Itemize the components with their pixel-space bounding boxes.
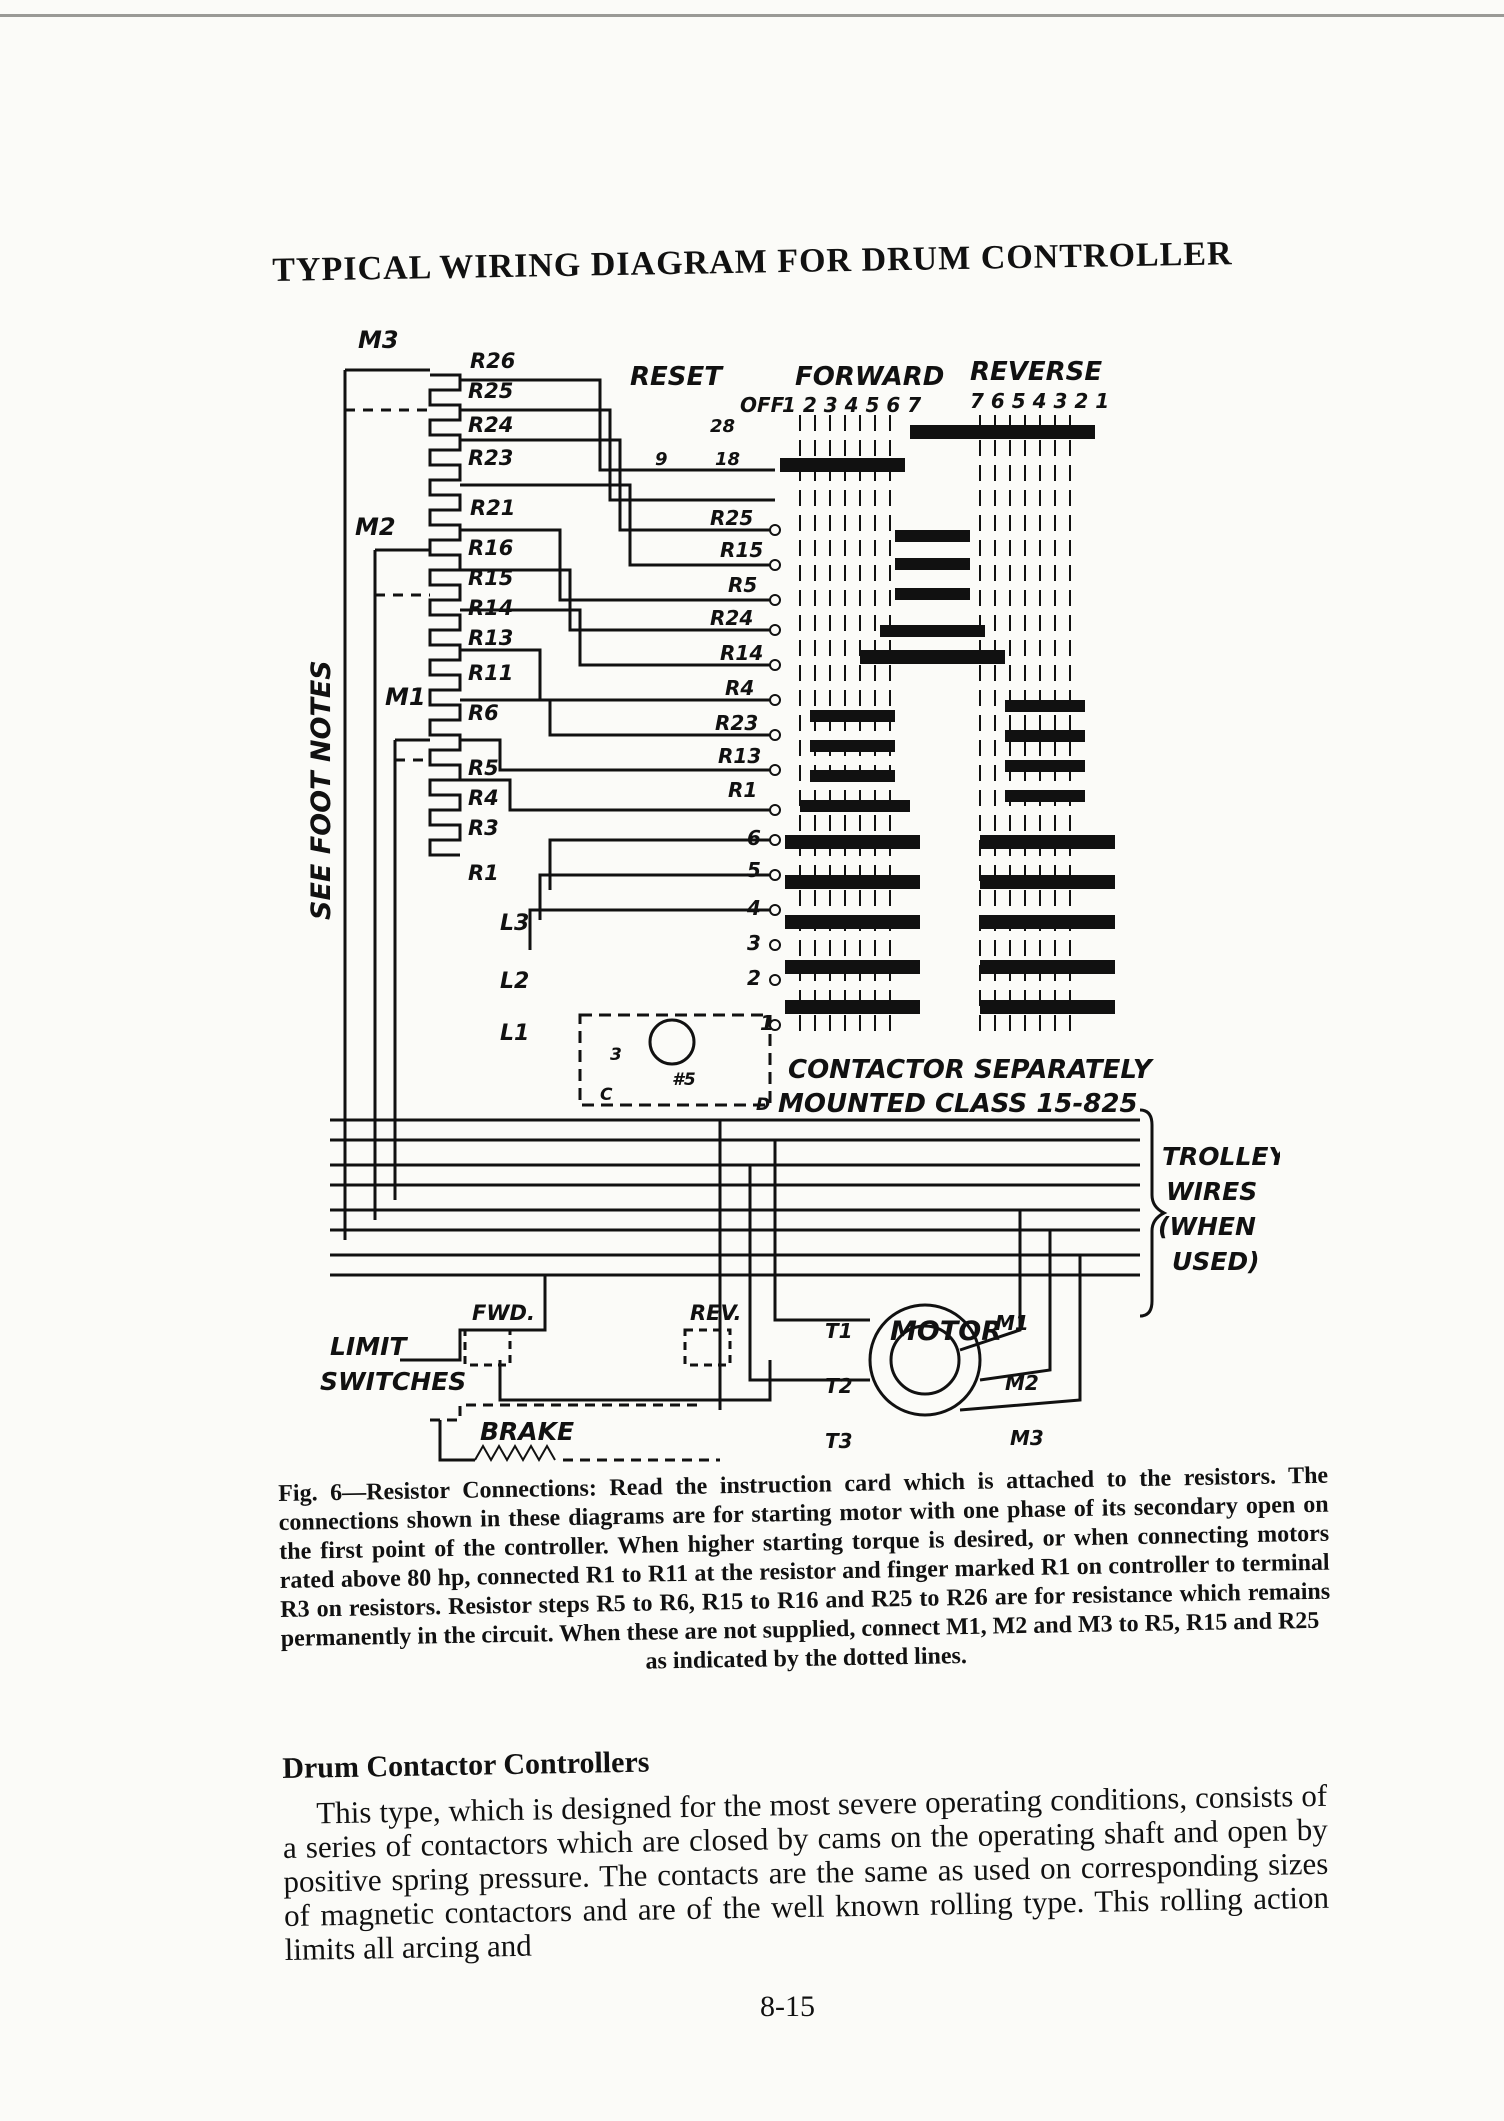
resistor-label: R1	[468, 861, 499, 885]
side-note: SEE FOOT NOTES	[306, 660, 337, 920]
finger-label: 3	[747, 931, 761, 955]
motor-m-terminal: M2	[1005, 1371, 1039, 1395]
wiring-lines	[330, 368, 1168, 1463]
line-label-l3: L3	[500, 911, 529, 936]
motor-terminal: T2	[825, 1374, 853, 1398]
finger-label: R15	[720, 538, 763, 562]
contactor-marks: 3 #5 C D	[600, 1045, 770, 1115]
rev-label: REV.	[690, 1301, 741, 1325]
finger-label: R1	[728, 778, 757, 802]
resistor-labels: R26 R25 R24 R23 R21 R16 R15 R14 R13 R11 …	[468, 349, 515, 885]
trolley-label-line: (WHEN	[1158, 1212, 1256, 1241]
finger-label: R24	[710, 606, 753, 630]
resistor-label: R16	[468, 536, 513, 560]
finger-label: 4	[746, 896, 761, 920]
forward-cam-segments	[780, 425, 1095, 1014]
motor-terminal-labels: T1 T2 T3 M1 M2 M3	[825, 1311, 1044, 1453]
finger-label: R25	[710, 506, 753, 530]
motor-m-terminal: M1	[995, 1311, 1029, 1335]
body-paragraph: This type, which is designed for the mos…	[282, 1777, 1330, 1967]
resistor-label: R11	[468, 661, 513, 685]
resistor-label: R24	[468, 413, 513, 437]
finger-label: 5	[747, 858, 761, 882]
trolley-label-line: USED)	[1172, 1247, 1260, 1276]
forward-positions: 1 2 3 4 5 6 7	[782, 393, 921, 417]
figure-caption: Fig. 6—Resistor Connections: Read the in…	[278, 1462, 1331, 1683]
finger-label: R14	[720, 641, 763, 665]
motor-phase-label-m1: M1	[385, 683, 426, 711]
reset-number: 18	[715, 449, 740, 470]
resistor-label: R15	[468, 566, 513, 590]
motor-terminal: T3	[825, 1429, 853, 1453]
finger-label: 2	[747, 966, 761, 990]
motor-m-terminal: M3	[1010, 1426, 1044, 1450]
reverse-label: REVERSE	[970, 357, 1102, 387]
resistor-label: R6	[468, 701, 499, 725]
brake-label: BRAKE	[480, 1417, 574, 1446]
limit-label-line1: LIMIT	[330, 1332, 408, 1361]
caption-text: Fig. 6—Resistor Connections: Read the in…	[278, 1462, 1331, 1652]
resistor-label: R14	[468, 596, 513, 620]
line-label-l2: L2	[500, 969, 529, 994]
finger-label: 1	[760, 1011, 774, 1035]
line-labels: L3 L2 L1	[500, 911, 529, 1046]
motor-phase-label-m3: M3	[358, 326, 399, 354]
resistor-label: R3	[468, 816, 499, 840]
resistor-label: R21	[470, 496, 515, 520]
resistor-label: R4	[468, 786, 499, 810]
reverse-positions: 7 6 5 4 3 2 1	[970, 389, 1109, 413]
contactor-label-line2: MOUNTED CLASS 15-825	[778, 1089, 1138, 1119]
page-top-rule	[0, 14, 1504, 17]
contactor-mark: D	[756, 1095, 770, 1115]
finger-label: 6	[747, 826, 761, 850]
trolley-label-line: WIRES	[1166, 1177, 1257, 1206]
trolley-wires-label: TROLLEY WIRES (WHEN USED)	[1158, 1142, 1280, 1276]
motor-phase-label-m2: M2	[355, 513, 396, 541]
resistor-label: R26	[470, 349, 515, 373]
wiring-diagram: M3 M2 M1 R26 R25 R24 R23 R21 R16 R15 R14…	[306, 326, 1280, 1463]
fwd-label: FWD.	[472, 1301, 535, 1325]
finger-labels: R25 R15 R5 R24 R14 R4 R23 R13 R1 6 5 4 3…	[710, 506, 774, 1035]
section-heading: Drum Contactor Controllers	[282, 1745, 650, 1785]
contactor-mark: C	[600, 1085, 613, 1105]
motor-label: MOTOR	[890, 1316, 1002, 1347]
limit-label-line2: SWITCHES	[320, 1367, 466, 1396]
finger-label: R23	[715, 711, 758, 735]
line-label-l1: L1	[500, 1021, 529, 1046]
reset-number: 28	[710, 416, 735, 437]
motor-terminal: T1	[825, 1319, 853, 1343]
contactor-mark: #5	[672, 1070, 696, 1090]
off-label: OFF	[740, 393, 785, 417]
finger-label: R5	[728, 573, 757, 597]
reset-label: RESET	[630, 362, 724, 392]
resistor-label: R25	[468, 379, 513, 403]
contactor-mark: 3	[610, 1045, 622, 1065]
resistor-label: R13	[468, 626, 513, 650]
resistor-label: R5	[468, 756, 499, 780]
reverse-cam-segments	[980, 700, 1115, 1014]
finger-label: R4	[725, 676, 754, 700]
forward-label: FORWARD	[795, 362, 944, 392]
reset-numbers: 28 9 18	[655, 416, 740, 470]
contactor-label-line1: CONTACTOR SEPARATELY	[788, 1055, 1155, 1085]
finger-terminals	[769, 524, 781, 1031]
reset-number: 9	[655, 449, 668, 470]
page-title: TYPICAL WIRING DIAGRAM FOR DRUM CONTROLL…	[272, 235, 1233, 289]
resistor-label: R23	[468, 446, 513, 470]
finger-label: R13	[718, 744, 761, 768]
page-number: 8-15	[760, 1990, 815, 2023]
trolley-label-line: TROLLEY	[1162, 1142, 1280, 1171]
